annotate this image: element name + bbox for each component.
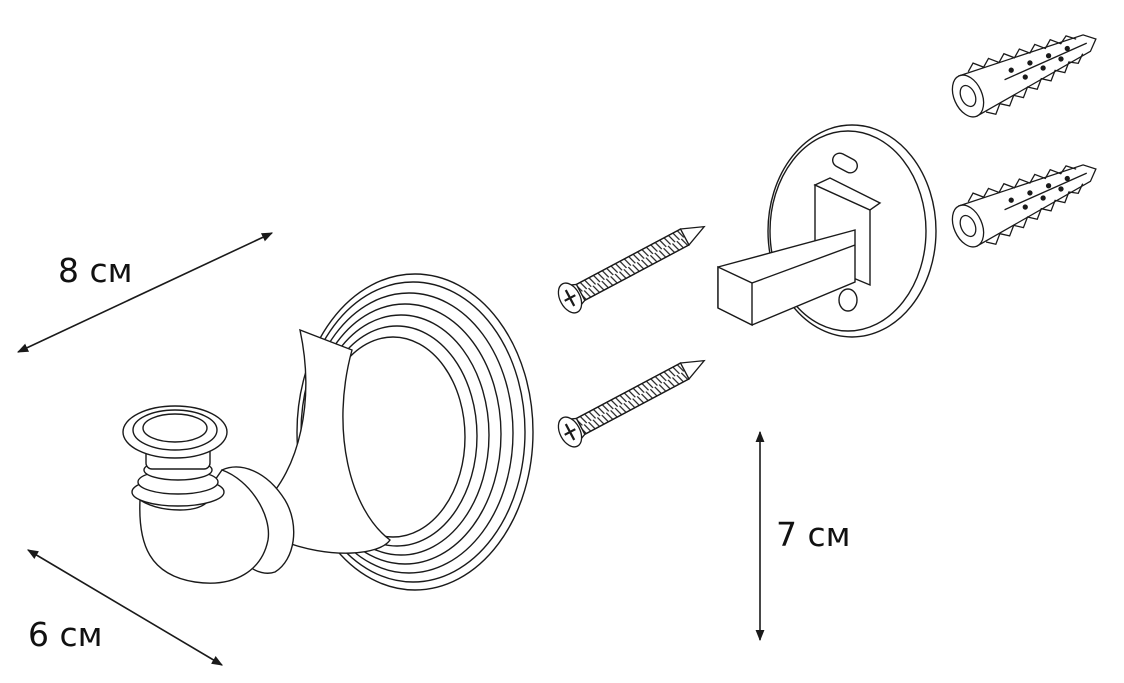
robe-hook <box>122 273 534 591</box>
dimension-arrow-width <box>16 232 274 353</box>
screw-lower <box>557 359 706 448</box>
depth-dimension-label: 6 см <box>28 615 103 654</box>
dimension-arrow-depth <box>27 549 223 666</box>
hook-neck <box>261 328 391 554</box>
mounting-bracket <box>717 124 937 338</box>
wall-anchor-lower <box>951 164 1097 248</box>
wall-anchor-upper <box>951 34 1097 118</box>
width-dimension-label: 8 см <box>58 251 133 290</box>
bracket-slot-hole <box>832 152 858 174</box>
height-dimension-label: 7 см <box>776 515 851 554</box>
hook-elbow <box>139 469 270 584</box>
screw-upper <box>557 225 706 314</box>
bracket-round-hole <box>838 288 858 312</box>
